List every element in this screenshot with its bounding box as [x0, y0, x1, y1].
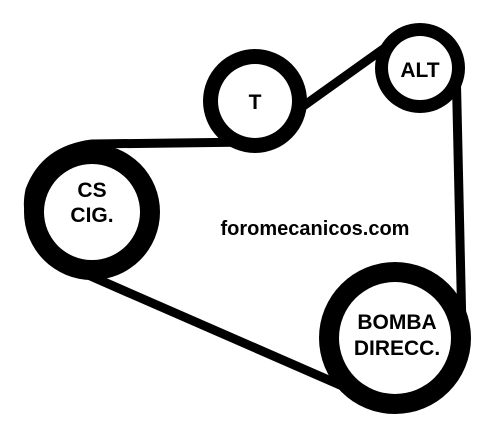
power-steering-label-line1: BOMBA [357, 311, 436, 334]
power-steering-pulley: BOMBA DIRECC. [319, 262, 471, 414]
alternator-pulley: ALT [375, 23, 465, 113]
crankshaft-label-line1: CS [77, 179, 106, 202]
alternator-label: ALT [400, 59, 439, 82]
crankshaft-label-line2: CIG. [70, 204, 113, 227]
tensioner-label: T [249, 91, 262, 114]
crankshaft-pulley: CS CIG. [24, 144, 160, 280]
watermark-text: foromecanicos.com [221, 218, 410, 240]
power-steering-label-line2: DIRECC. [354, 337, 440, 360]
tensioner-pulley: T [203, 49, 307, 153]
